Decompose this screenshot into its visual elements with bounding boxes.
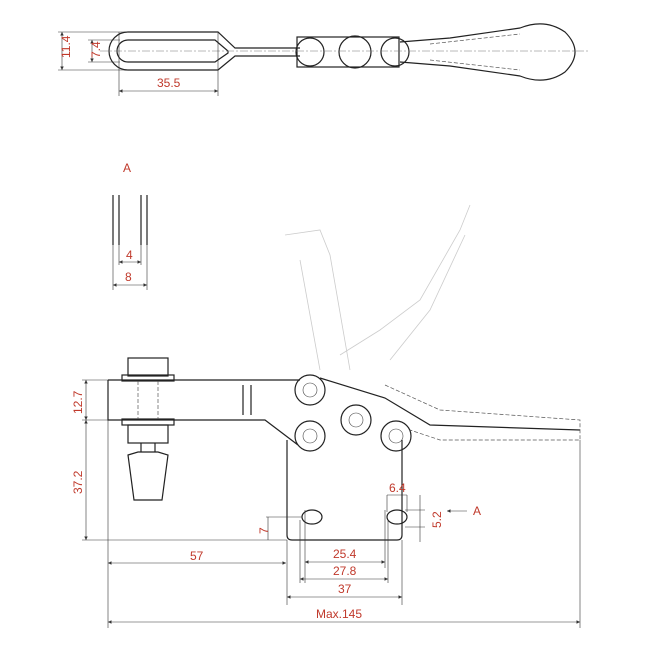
- dim-base-width: 37: [338, 582, 352, 596]
- dim-base-height: 37.2: [71, 470, 85, 494]
- dim-total-length: Max.145: [316, 607, 362, 621]
- dim-arm-height: 12.7: [71, 390, 85, 414]
- dim-top-slot-length: 35.5: [157, 76, 181, 90]
- dim-slot-height: 5.2: [430, 511, 444, 528]
- dim-top-outer-width: 11.4: [59, 35, 73, 58]
- dim-hole-outer: 27.8: [333, 564, 357, 578]
- dim-hole-offset: 7: [257, 527, 271, 534]
- dim-section-outer: 8: [125, 270, 132, 284]
- section-a-view: A 4 8: [112, 161, 148, 290]
- dim-arm-reach: 57: [190, 549, 204, 563]
- dim-section-inner: 4: [126, 248, 133, 262]
- dim-top-inner-width: 7.4: [89, 41, 103, 58]
- dim-slot-width: 6.4: [389, 481, 406, 495]
- top-view: 11.4 7.4 35.5: [58, 23, 590, 96]
- side-view: 12.7 37.2 57 25.4 27.8 37 Max.145 6.4 5.…: [71, 204, 581, 628]
- dim-hole-spacing: 25.4: [333, 547, 357, 561]
- section-a-label: A: [123, 161, 131, 175]
- section-a-marker: A: [473, 504, 481, 518]
